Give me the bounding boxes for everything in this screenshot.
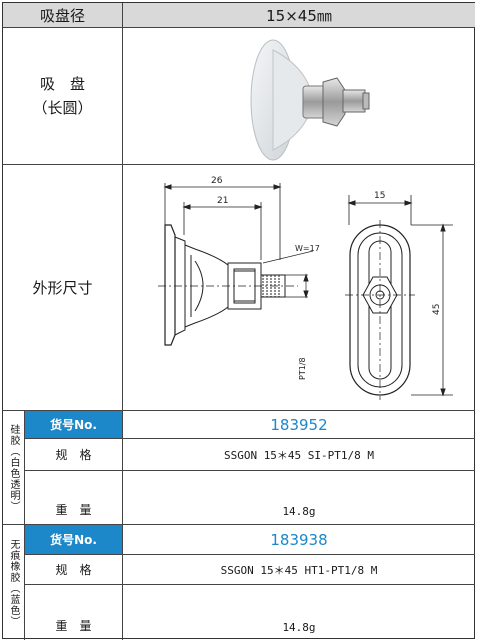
- nomark-weight-label: 重 量: [55, 619, 92, 633]
- product-label-line1: 吸 盘: [39, 75, 85, 93]
- silicone-spec: SSGON 15＊45 SI-PT1/8 M: [223, 448, 375, 462]
- silicone-material-label: 硅胶（白色透明）: [8, 423, 19, 512]
- product-photo-cell: [123, 28, 475, 165]
- silicone-partno-label: 货号No.: [50, 418, 97, 432]
- product-label-line2: （长圆）: [32, 99, 93, 117]
- suction-cup-photo: [250, 39, 370, 160]
- dim-overall: 26: [211, 176, 223, 186]
- side-view: 26 21 W=17: [158, 176, 320, 380]
- dimension-drawing-cell: 26 21 W=17: [123, 165, 475, 411]
- silicone-material-cell: 硅胶（白色透明）: [3, 411, 25, 525]
- nomark-weight: 14.8g: [282, 621, 316, 634]
- silicone-weight-label: 重 量: [55, 503, 92, 517]
- silicone-spec-label-cell: 规 格: [25, 439, 123, 471]
- nomark-weight-label-cell: 重 量: [25, 585, 123, 640]
- nomark-partno-cell: 183938: [123, 525, 475, 555]
- dimension-label: 外形尺寸: [32, 279, 93, 297]
- nomark-material-label: 无痕橡胶（蓝色）: [8, 538, 19, 627]
- dimension-label-cell: 外形尺寸: [3, 165, 123, 411]
- header-label: 吸盘径: [39, 6, 85, 25]
- silicone-weight-label-cell: 重 量: [25, 471, 123, 525]
- dim-hex: W=17: [295, 244, 320, 253]
- silicone-partno-label-cell: 货号No.: [25, 411, 123, 439]
- header-value-cell: 15×45㎜: [123, 3, 475, 28]
- dim-inner: 21: [217, 196, 228, 206]
- dim-length: 45: [432, 303, 442, 314]
- product-label-cell: 吸 盘 （长圆）: [3, 28, 123, 165]
- silicone-weight: 14.8g: [282, 505, 316, 518]
- header-value: 15×45㎜: [266, 6, 332, 25]
- silicone-partno: 183952: [270, 415, 328, 434]
- nomark-material-cell: 无痕橡胶（蓝色）: [3, 525, 25, 640]
- nomark-spec: SSGON 15＊45 HT1-PT1/8 M: [220, 563, 378, 577]
- nomark-spec-label: 规 格: [55, 563, 92, 577]
- dim-width: 15: [374, 191, 385, 201]
- nomark-partno-label-cell: 货号No.: [25, 525, 123, 555]
- silicone-weight-cell: 14.8g: [123, 471, 475, 525]
- silicone-partno-cell: 183952: [123, 411, 475, 439]
- nomark-partno: 183938: [270, 530, 328, 549]
- top-view: 15 45: [345, 191, 453, 400]
- silicone-spec-label: 规 格: [55, 448, 92, 462]
- silicone-spec-cell: SSGON 15＊45 SI-PT1/8 M: [123, 439, 475, 471]
- nomark-weight-cell: 14.8g: [123, 585, 475, 640]
- nomark-spec-cell: SSGON 15＊45 HT1-PT1/8 M: [123, 555, 475, 585]
- header-label-cell: 吸盘径: [3, 3, 123, 28]
- dim-thread: PT1/8: [298, 357, 307, 380]
- dimension-drawing: 26 21 W=17: [158, 176, 453, 400]
- nomark-spec-label-cell: 规 格: [25, 555, 123, 585]
- nomark-partno-label: 货号No.: [50, 533, 97, 547]
